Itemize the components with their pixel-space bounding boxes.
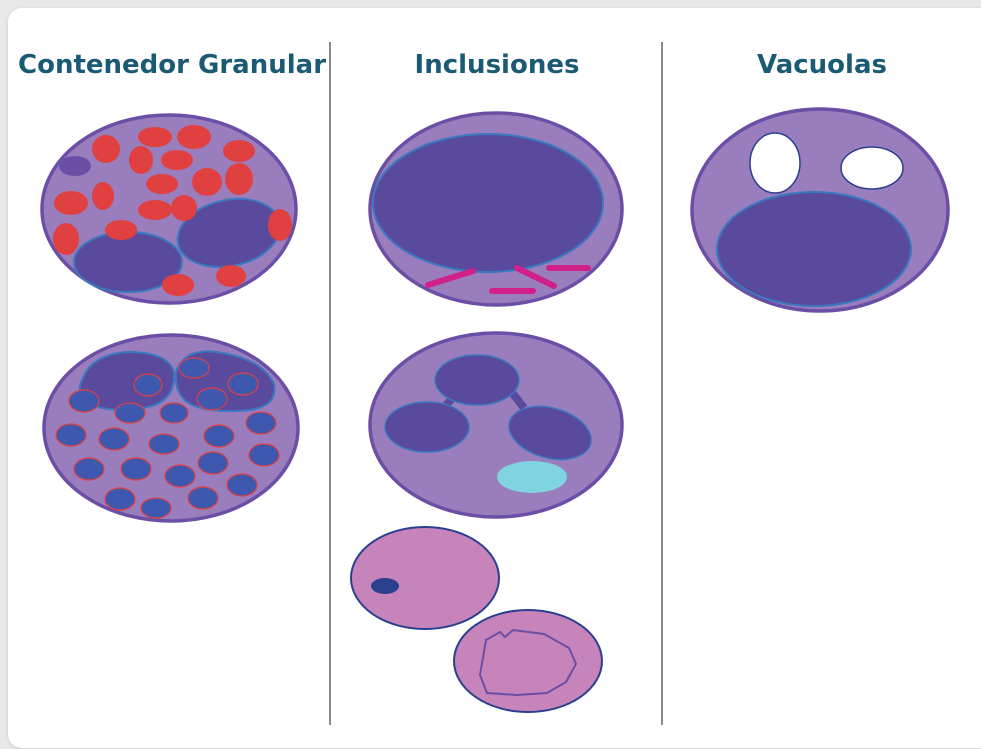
nucleus-lobe: [435, 355, 519, 405]
nucleus: [717, 192, 911, 306]
rbc-inclusion-dot: [371, 578, 399, 594]
nucleus: [373, 134, 603, 272]
vacuole: [750, 133, 800, 193]
rbc-with-ring: [454, 610, 602, 712]
granular-cell-blue: [44, 335, 298, 521]
rbc-with-dot: [351, 527, 499, 629]
inclusion-cell-cyan: [370, 333, 622, 517]
vacuole: [841, 147, 903, 189]
cyan-inclusion: [497, 461, 567, 493]
vacuole-cell: [692, 109, 948, 311]
granular-cell-red: [42, 115, 296, 303]
small-dark-granule: [59, 156, 91, 176]
inclusion-cell-rods: [370, 113, 622, 305]
nucleus-lobe: [385, 402, 469, 452]
